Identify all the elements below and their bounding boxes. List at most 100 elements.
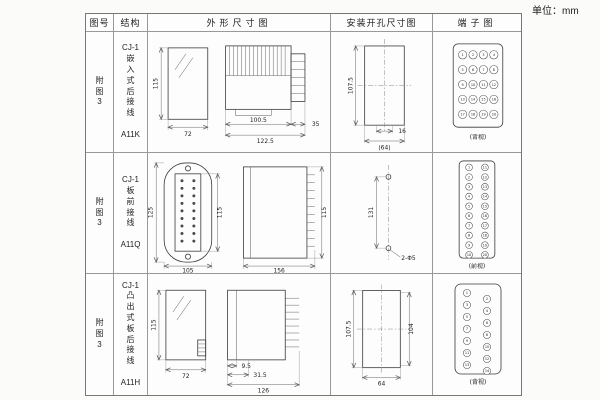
front-view (163, 162, 213, 263)
view-label: (背视) (470, 133, 487, 141)
svg-text:11: 11 (481, 83, 485, 87)
install-drawing-a11h: 107.5 104 64 (345, 284, 415, 387)
dimension-table: 图号 结构 外形尺寸图 安装开孔尺寸图 端子图 附 图 3 CJ-1 嵌 入 式… (85, 13, 522, 396)
svg-text:18: 18 (471, 113, 475, 117)
svg-text:16: 16 (492, 98, 496, 102)
dim-label: 72 (184, 131, 192, 138)
dim-label: 115 (153, 78, 160, 90)
dim-label: 107.5 (347, 77, 354, 94)
svg-text:12: 12 (492, 83, 496, 87)
front-view (167, 47, 209, 120)
svg-text:1: 1 (468, 166, 470, 170)
outline-drawing-a11h: 115 72 9.5 31.5 126 (150, 274, 330, 395)
svg-text:9: 9 (462, 83, 464, 87)
svg-text:2: 2 (468, 175, 470, 179)
svg-text:7: 7 (468, 224, 470, 228)
svg-text:18: 18 (483, 234, 487, 238)
side-view (227, 289, 300, 361)
header-terminal-diagram: 端子图 (433, 14, 521, 32)
svg-text:17: 17 (483, 224, 487, 228)
install-cell-a11q: 131 2-Φ5 (331, 153, 433, 274)
dim-label: 31.5 (253, 372, 266, 379)
svg-text:2: 2 (486, 297, 488, 301)
svg-text:12: 12 (483, 175, 487, 179)
header-structure: 结构 (114, 14, 148, 32)
dim-label: 9.5 (241, 363, 251, 370)
svg-text:7: 7 (482, 68, 484, 72)
svg-text:6: 6 (472, 68, 474, 72)
install-cell-a11k: 107.5 16 (64) (331, 32, 433, 153)
svg-text:20: 20 (492, 113, 496, 117)
dim-label: 115 (150, 319, 157, 331)
svg-text:7: 7 (466, 327, 468, 331)
svg-text:4: 4 (486, 309, 488, 313)
outline-cell-a11q: 125 115 105 156 115 (148, 153, 331, 274)
side-view (243, 166, 315, 259)
svg-text:15: 15 (483, 204, 487, 208)
dim-label: 115 (217, 207, 224, 219)
header-fig-no: 图号 (86, 14, 114, 32)
svg-text:11: 11 (465, 351, 469, 355)
svg-text:12: 12 (485, 357, 489, 361)
dim-label: 156 (273, 268, 285, 273)
structure-a11k: CJ-1 嵌 入 式 后 接 线 A11K (114, 32, 148, 153)
install-cell-a11h: 107.5 104 64 (331, 274, 433, 395)
svg-text:5: 5 (468, 204, 470, 208)
dim-label: 122.5 (257, 138, 274, 145)
view-label: (前视) (469, 262, 486, 270)
install-drawing-a11q: 131 2-Φ5 (368, 164, 416, 262)
svg-text:13: 13 (483, 185, 487, 189)
svg-text:3: 3 (482, 53, 484, 57)
dim-label: 16 (398, 128, 406, 135)
svg-text:14: 14 (485, 369, 489, 373)
holes-label: 2-Φ5 (401, 255, 416, 262)
svg-text:8: 8 (486, 333, 488, 337)
svg-text:10: 10 (485, 345, 489, 349)
svg-text:5: 5 (462, 68, 464, 72)
svg-text:15: 15 (481, 98, 485, 102)
view-label: (背视) (470, 378, 487, 386)
svg-text:9: 9 (466, 339, 468, 343)
svg-text:2: 2 (472, 53, 474, 57)
svg-text:19: 19 (481, 113, 485, 117)
svg-text:4: 4 (468, 195, 470, 199)
dim-label: 107.5 (345, 320, 352, 337)
svg-text:9: 9 (468, 243, 470, 247)
mount-hole (385, 245, 392, 251)
header-install-dims: 安装开孔尺寸图 (331, 14, 433, 32)
dim-label: 35 (312, 121, 320, 128)
svg-text:5: 5 (466, 315, 468, 319)
dim-label: (64) (378, 144, 390, 151)
dim-label: 104 (408, 323, 415, 335)
fig-no-a11q: 附 图 3 (86, 153, 114, 274)
svg-text:16: 16 (483, 214, 487, 218)
header-outline-dims: 外形尺寸图 (148, 14, 331, 32)
structure-a11q: CJ-1 板 前 接 线 A11Q (114, 153, 148, 274)
structure-a11h: CJ-1 凸 出 式 板 后 接 线 A11H (114, 274, 148, 395)
install-drawing-a11k: 107.5 16 (64) (347, 39, 412, 151)
svg-text:8: 8 (468, 234, 470, 238)
svg-text:3: 3 (468, 185, 470, 189)
svg-text:20: 20 (483, 253, 487, 257)
svg-text:3: 3 (466, 303, 468, 307)
front-view (165, 289, 207, 361)
dim-label: 100.5 (250, 117, 267, 124)
svg-text:14: 14 (471, 98, 475, 102)
dim-label: 64 (378, 380, 386, 387)
svg-text:19: 19 (483, 243, 487, 247)
outline-cell-a11k: 115 72 100.5 35 122.5 (148, 32, 331, 153)
dim-label: 105 (182, 268, 194, 273)
svg-text:8: 8 (493, 68, 495, 72)
dim-label: 115 (321, 207, 328, 219)
svg-text:1: 1 (466, 291, 468, 295)
svg-text:11: 11 (483, 166, 487, 170)
side-view (225, 45, 306, 116)
outline-cell-a11h: 115 72 9.5 31.5 126 (148, 274, 331, 395)
